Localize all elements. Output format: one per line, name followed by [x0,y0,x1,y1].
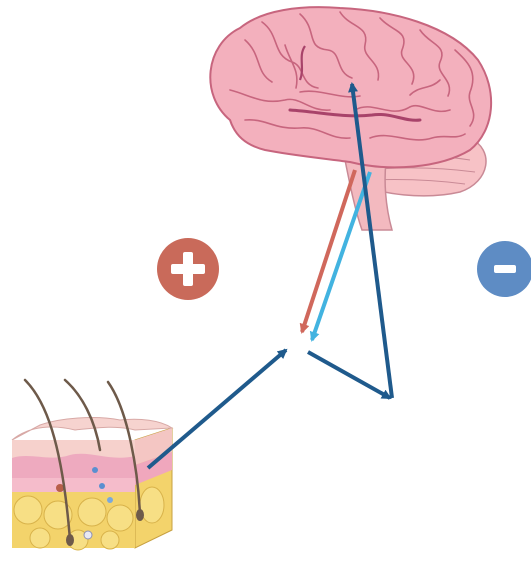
brain-icon [210,7,491,230]
junction-point [296,343,300,347]
brain-to-junction-light-blue-arrow [312,172,370,340]
brain-to-junction-red-arrow [302,170,355,332]
minus-icon [477,241,531,297]
skin-to-junction-arrow [148,350,286,468]
junction-right-segment [308,352,390,398]
skin-cross-section-icon [12,380,172,550]
plus-icon [157,238,219,300]
